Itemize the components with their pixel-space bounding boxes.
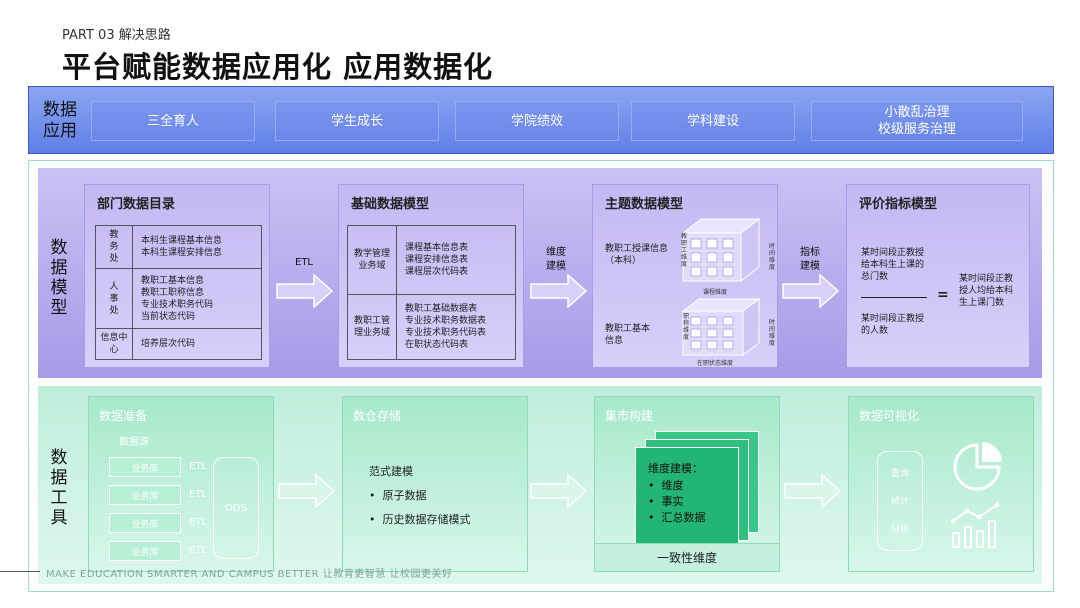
dim-modeling-arrow-label: 维度建模 (546, 247, 566, 272)
warehouse-bullet: • 历史数据存储模式 (369, 513, 471, 526)
ods-box: ODS (213, 457, 259, 559)
arrow-right-icon (530, 474, 588, 508)
cube2-right-label: 时间维度 (769, 319, 776, 347)
business-db-box: 业务库 (109, 513, 181, 533)
dept-catalog-card: 部门数据目录 教务处 本科生课程基本信息本科生课程安排信息 人事处 教职工基本信… (84, 184, 270, 368)
dept-catalog-title: 部门数据目录 (97, 197, 176, 212)
dim-modeling-box: 维度建模： • 维度• 事实• 汇总数据 (635, 447, 739, 553)
unit-cell: 人事处 (95, 268, 133, 329)
mart-card: 集市构建 维度建模： • 维度• 事实• 汇总数据 一致性维度 (594, 396, 780, 572)
data-tools-band: 数据工具 数据准备 数据源 业务库 业务库 业务库 业务库 ETL ETL ET… (38, 386, 1042, 584)
cube1-side-label: 教职工维度 (681, 233, 688, 268)
equals-sign: = (937, 287, 949, 303)
app-item-sanquan[interactable]: 三全育人 (91, 101, 255, 141)
app-item-discipline[interactable]: 学科建设 (631, 101, 795, 141)
data-tools-label: 数据工具 (50, 448, 68, 528)
metric-numerator: 某时间段正教授给本科生上课的总门数 (861, 248, 925, 282)
viz-list-box: 查询 统计 分析 (877, 451, 923, 551)
data-cube-icon (681, 298, 761, 356)
basic-model-card: 基础数据模型 教学管理业务域 课程基本信息表课程安排信息表课程层次代码表 教职工… (338, 184, 524, 368)
visualization-card: 数据可视化 查询 统计 分析 (848, 396, 1034, 572)
warehouse-card: 数仓存储 范式建模 • 原子数据 • 历史数据存储模式 (342, 396, 528, 572)
warehouse-bullet: • 原子数据 (369, 489, 427, 502)
cube1-bottom-label: 课程维度 (703, 289, 728, 296)
business-db-box: 业务库 (109, 541, 181, 561)
arrow-right-icon (782, 274, 840, 308)
items-cell: 教职工基础数据表专业技术职务数据表专业技术职务代码表在职状态代码表 (396, 294, 516, 360)
data-source-label: 数据源 (119, 437, 149, 448)
data-prep-title: 数据准备 (99, 409, 148, 423)
data-model-label: 数据模型 (50, 238, 68, 318)
data-application-band: 数据应用 三全育人 学生成长 学院绩效 学科建设 小散乱治理校级服务治理 (28, 86, 1054, 154)
theme-model-card: 主题数据模型 教职工授课信息（本科） 教职工基本信息 教职工维度 课程维度 时间… (592, 184, 778, 368)
basic-model-title: 基础数据模型 (351, 197, 430, 212)
fraction-line (861, 297, 927, 298)
metric-result: 某时间段正教授人均给本科生上课门数 (959, 274, 1014, 308)
items-cell: 教职工基本信息教职工职称信息专业技术职务代码当前状态代码 (132, 268, 262, 329)
conformed-dimension-bar: 一致性维度 (595, 543, 779, 571)
warehouse-title: 数仓存储 (353, 409, 402, 423)
data-application-label: 数据应用 (43, 100, 77, 141)
data-model-band: 数据模型 部门数据目录 教务处 本科生课程基本信息本科生课程安排信息 人事处 教… (38, 168, 1042, 378)
outer-frame (28, 160, 1054, 592)
etl-label: ETL (189, 517, 207, 528)
page-title: 平台赋能数据应用化 应用数据化 (62, 50, 494, 84)
app-item-college-performance[interactable]: 学院绩效 (455, 101, 619, 141)
part-label: PART 03 解决思路 (62, 28, 171, 43)
arrow-right-icon (784, 474, 842, 508)
unit-cell: 教职工管理业务域 (347, 294, 397, 360)
data-cube-icon (681, 217, 761, 283)
data-prep-card: 数据准备 数据源 业务库 业务库 业务库 业务库 ETL ETL ETL ETL… (88, 396, 274, 572)
arrow-right-icon (278, 474, 336, 508)
arrow-right-icon (530, 274, 588, 308)
theme-label-basic: 教职工基本信息 (605, 324, 651, 346)
warehouse-heading: 范式建模 (369, 465, 413, 478)
theme-label-teaching: 教职工授课信息（本科） (605, 244, 669, 266)
unit-cell: 教学管理业务域 (347, 225, 397, 295)
mart-title: 集市构建 (605, 409, 654, 423)
arrow-right-icon (276, 274, 334, 308)
items-cell: 课程基本信息表课程安排信息表课程层次代码表 (396, 225, 516, 295)
etl-arrow-label: ETL (295, 257, 313, 268)
theme-model-title: 主题数据模型 (605, 197, 684, 212)
metric-modeling-arrow-label: 指标建模 (800, 247, 820, 272)
app-item-governance[interactable]: 小散乱治理校级服务治理 (811, 101, 1023, 141)
cube2-side-label: 职称维度 (683, 313, 690, 341)
items-cell: 本科生课程基本信息本科生课程安排信息 (132, 225, 262, 269)
pie-chart-icon (953, 442, 1002, 491)
etl-label: ETL (189, 489, 207, 500)
bar-chart-icon (950, 502, 1000, 548)
items-cell: 培养层次代码 (132, 328, 262, 360)
etl-label: ETL (189, 461, 207, 472)
metric-model-card: 评价指标模型 某时间段正教授给本科生上课的总门数 某时间段正教授的人数 = 某时… (846, 184, 1030, 368)
business-db-box: 业务库 (109, 457, 181, 477)
unit-cell: 信息中心 (95, 328, 133, 360)
footer-slogan: MAKE EDUCATION SMARTER AND CAMPUS BETTER… (46, 569, 453, 580)
business-db-box: 业务库 (109, 485, 181, 505)
unit-cell: 教务处 (95, 225, 133, 269)
app-item-student-growth[interactable]: 学生成长 (275, 101, 439, 141)
cube2-bottom-label: 在职状态维度 (697, 360, 734, 367)
visualization-title: 数据可视化 (859, 409, 920, 423)
footer-rule (0, 571, 40, 572)
metric-model-title: 评价指标模型 (859, 197, 938, 212)
metric-denominator: 某时间段正教授的人数 (861, 314, 925, 336)
etl-label: ETL (189, 545, 207, 556)
cube1-right-label: 时间维度 (769, 243, 776, 271)
